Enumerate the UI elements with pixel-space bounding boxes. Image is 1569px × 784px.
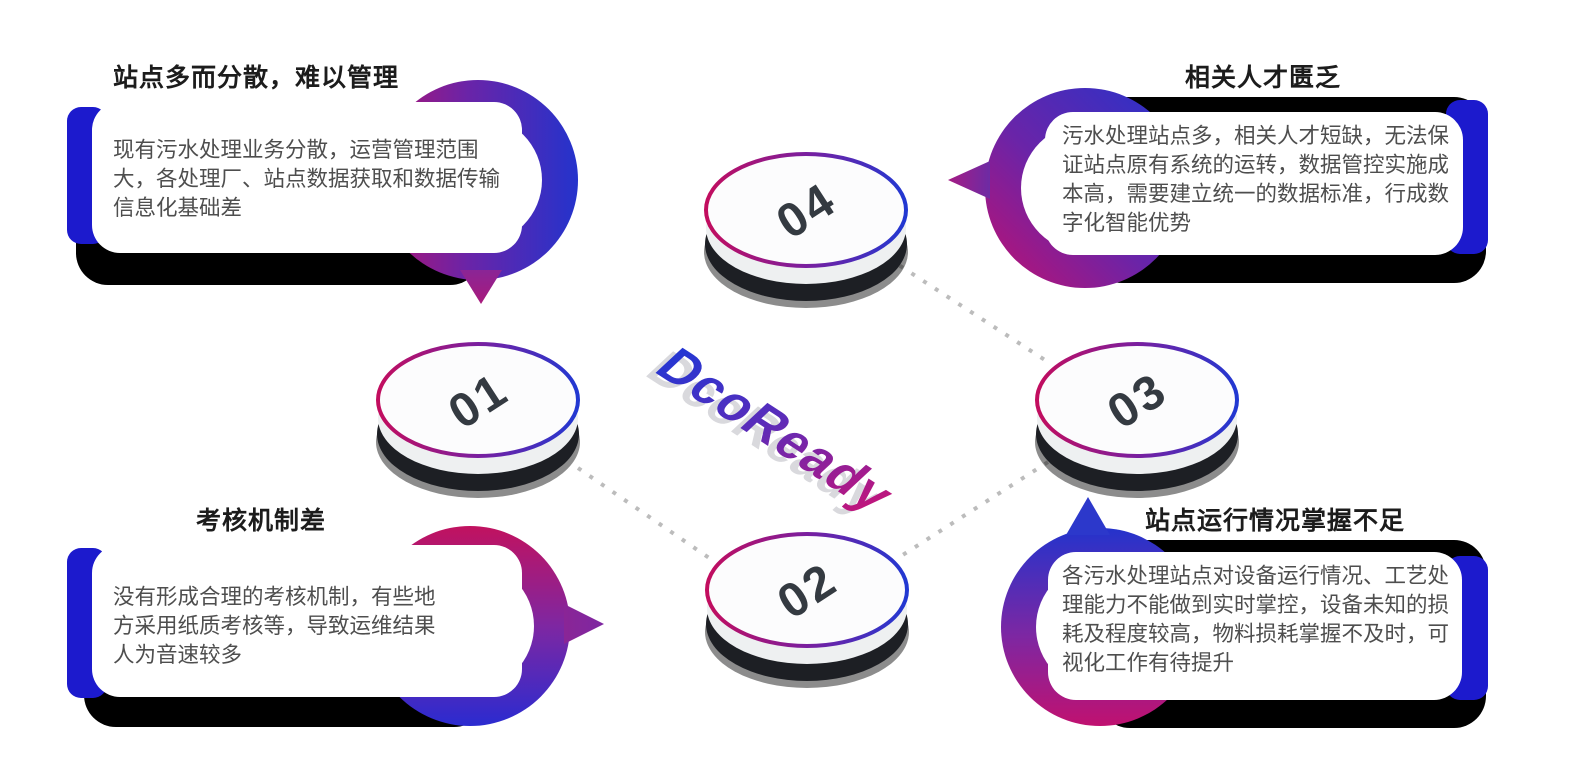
callout-bottom-right-ring-hole <box>1036 563 1164 691</box>
step-puck-03: 03 <box>1035 342 1239 498</box>
puck-top-face <box>704 152 908 268</box>
step-puck-02: 02 <box>705 532 909 688</box>
callout-top-left-ring-hole <box>414 116 542 244</box>
callout-top-right-title: 相关人才匮乏 <box>1185 64 1342 92</box>
callout-top-right-ring-hole <box>1021 124 1149 252</box>
puck-top-face <box>705 532 909 648</box>
callout-bottom-left-body: 没有形成合理的考核机制，有些地方采用纸质考核等，导致运维结果人为音速较多 <box>113 585 436 667</box>
step-puck-04: 04 <box>704 152 908 308</box>
puck-top-face <box>376 342 580 458</box>
step-puck-01: 01 <box>376 342 580 498</box>
callout-top-right-body: 污水处理站点多，相关人才短缺，无法保证站点原有系统的运转，数据管控实施成本高，需… <box>1062 124 1450 235</box>
callout-bottom-left-title: 考核机制差 <box>196 507 327 535</box>
link-04-03 <box>886 256 1050 364</box>
callout-bottom-right-body: 各污水处理站点对设备运行情况、工艺处理能力不能做到实时掌控，设备未知的损耗及程度… <box>1062 564 1450 675</box>
link-03-02 <box>896 460 1050 560</box>
callout-bottom-left-ring-hole <box>406 562 534 690</box>
callout-top-left-title: 站点多而分散，难以管理 <box>113 64 400 92</box>
callout-top-left-body: 现有污水处理业务分散，运营管理范围大，各处理厂、站点数据获取和数据传输信息化基础… <box>113 138 501 220</box>
callout-bottom-right-title: 站点运行情况掌握不足 <box>1145 507 1406 535</box>
puck-top-face <box>1035 342 1239 458</box>
